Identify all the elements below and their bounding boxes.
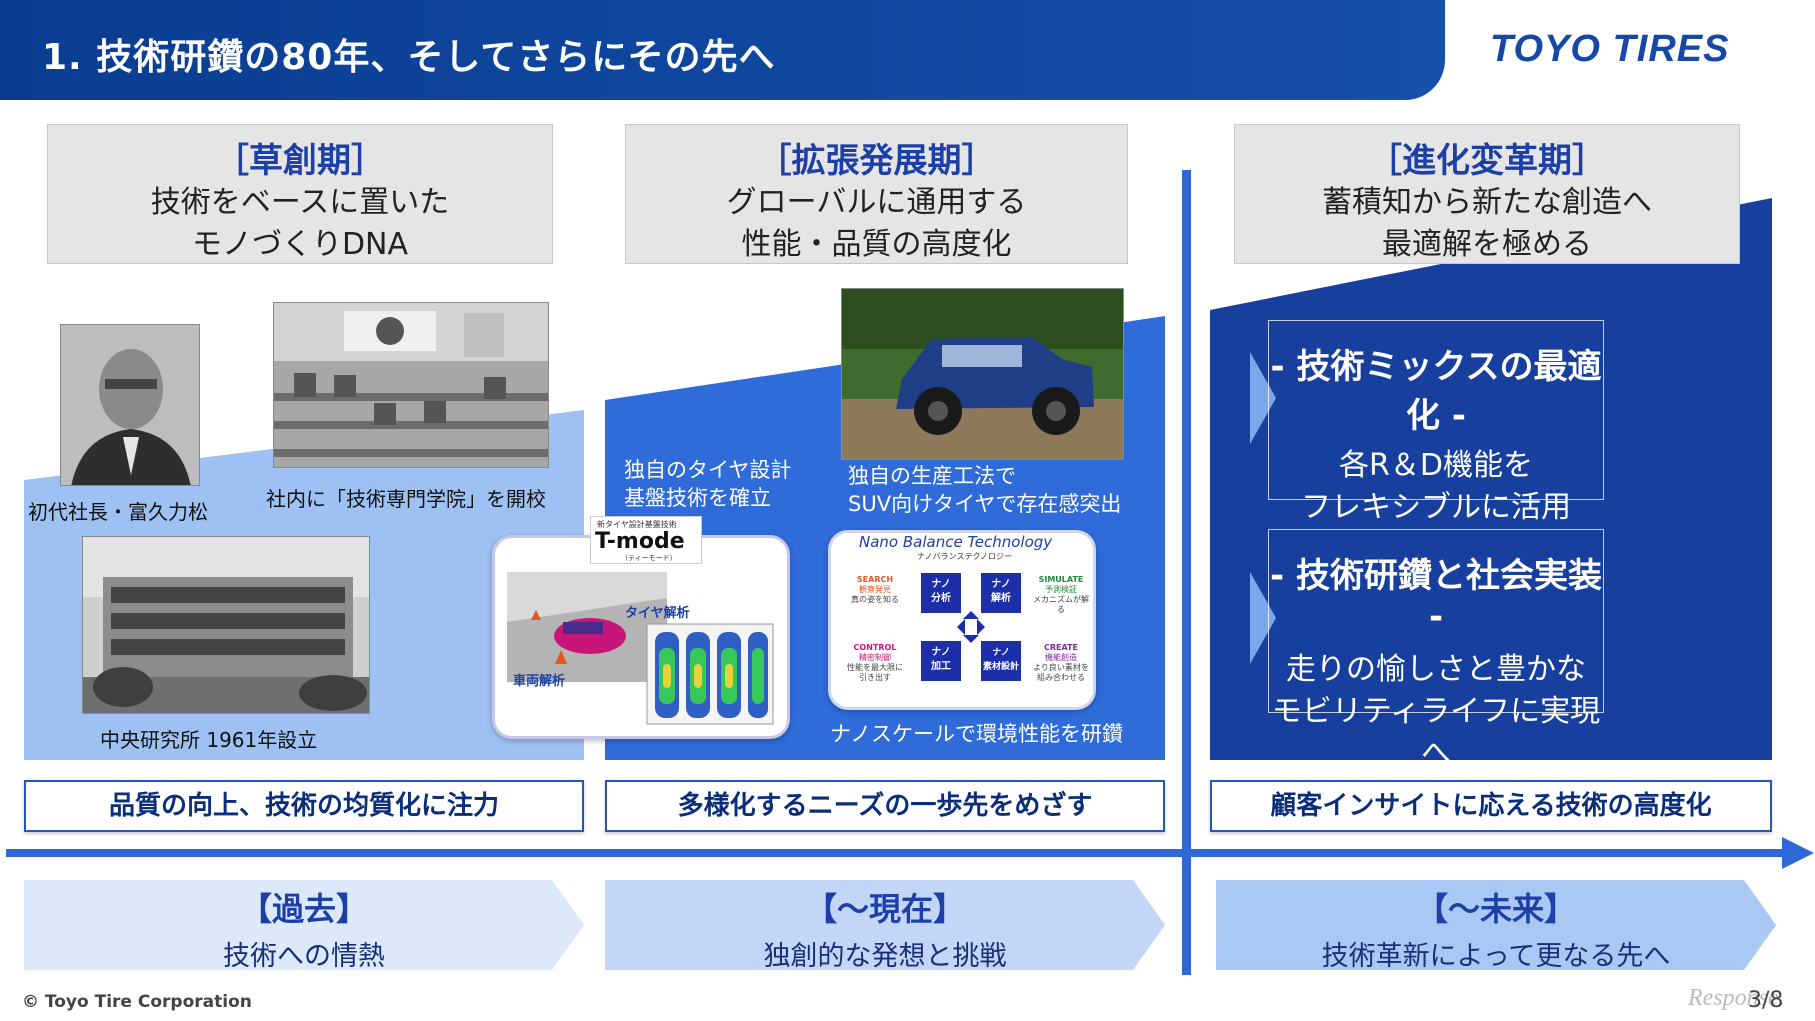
tmode-caption-line-1: 独自のタイヤ設計 xyxy=(624,458,792,482)
phase-title: ［拡張発展期］ xyxy=(757,141,996,181)
arrows-cross-icon xyxy=(957,611,985,643)
header-bar: 1. 技術研鑽の80年、そしてさらにその先へ xyxy=(0,0,1445,100)
corner-note: 真の姿を知る xyxy=(851,595,899,604)
phase-line: グローバルに通用する xyxy=(726,185,1027,220)
chevron-right-icon xyxy=(1250,352,1276,444)
tmode-small-title: 新タイヤ設計基盤技術 xyxy=(597,520,677,529)
phase-title: ［草創期］ xyxy=(215,141,385,181)
phase-line: 技術をベースに置いた xyxy=(150,185,450,220)
suv-caption-line-2: SUV向けタイヤで存在感突出 xyxy=(848,492,1122,516)
corner-note: メカニズムが解る xyxy=(1033,595,1089,614)
corner-sub: 予測検証 xyxy=(1045,585,1077,594)
corner-head: SEARCH xyxy=(856,575,894,584)
corner-sub: 観察発見 xyxy=(859,585,891,594)
tmode-simulation-graphic xyxy=(507,572,774,725)
corner-head: CREATE xyxy=(1044,643,1078,652)
summary-future: 顧客インサイトに応える技術の高度化 xyxy=(1210,780,1772,832)
era-subtitle: 技術革新によって更なる先へ xyxy=(1321,941,1671,972)
era-future: 【～未来】 技術革新によって更なる先へ xyxy=(1216,880,1776,972)
stage-future xyxy=(1210,198,1772,760)
nano-corner-search: SEARCH 観察発見 真の姿を知る xyxy=(845,575,905,605)
era-present: 【～現在】 独創的な発想と挑戦 xyxy=(605,880,1165,972)
era-arrow-shape xyxy=(1216,880,1776,970)
research-lab-photo xyxy=(82,536,370,714)
corner-sub: 精密制御 xyxy=(859,653,891,662)
nano-caption: ナノスケールで環境性能を研鑽 xyxy=(830,722,1123,746)
present-divider-line xyxy=(1182,170,1191,975)
tmode-reading: （ティーモード） xyxy=(621,554,677,562)
era-title: 【過去】 xyxy=(239,890,368,928)
tmode-logo-text: T-mode xyxy=(595,529,685,554)
future-box-title: - 技術ミックスの最適化 - xyxy=(1270,347,1602,436)
future-box-line: モビリティライフに実現へ xyxy=(1271,694,1601,771)
tmode-vehicle-label: 車両解析 xyxy=(513,674,566,689)
future-box-line: 各R＆D機能を xyxy=(1339,448,1533,483)
tmode-caption-line-2: 基盤技術を確立 xyxy=(624,486,771,510)
nano-corner-create: CREATE 機能創造 より良い素材を組み合わせる xyxy=(1031,643,1091,683)
tmode-logo: 新タイヤ設計基盤技術 T-mode （ティーモード） xyxy=(590,516,702,564)
nano-balance-panel: Nano Balance Technology ナノバランステクノロジー ナノ … xyxy=(828,530,1096,710)
corner-head: SIMULATE xyxy=(1038,575,1084,584)
future-box-line: フレキシブルに活用 xyxy=(1301,490,1571,525)
future-box-title: - 技術研鑽と社会実装 - xyxy=(1270,556,1602,637)
corner-note: 性能を最大限に引き出す xyxy=(847,663,903,682)
nano-cell-material: ナノ 素材設計 xyxy=(981,641,1021,681)
era-title: 【～未来】 xyxy=(1415,890,1576,928)
corner-head: CONTROL xyxy=(853,643,897,652)
phase-title: ［進化変革期］ xyxy=(1368,141,1606,181)
toyo-tires-logo: TOYO TIRES xyxy=(1490,28,1730,70)
phase-box-future: ［進化変革期］ 蓄積知から新たな創造へ 最適解を極める xyxy=(1234,124,1740,264)
tmode-panel: タイヤ解析 車両解析 xyxy=(492,535,790,739)
timeline-arrow-icon xyxy=(1782,837,1814,869)
copyright-notice: © Toyo Tire Corporation xyxy=(22,992,252,1012)
corner-note: より良い素材を組み合わせる xyxy=(1033,663,1089,682)
phase-box-founding: ［草創期］ 技術をベースに置いた モノづくりDNA xyxy=(47,124,553,264)
corner-sub: 機能創造 xyxy=(1045,653,1077,662)
era-arrow-shape xyxy=(24,880,584,970)
era-subtitle: 技術への情熱 xyxy=(223,941,385,972)
nano-cell-processing: ナノ 加工 xyxy=(921,641,961,681)
nano-cell-analysis: ナノ 分析 xyxy=(921,573,961,613)
summary-expansion: 多様化するニーズの一歩先をめざす xyxy=(605,780,1165,832)
future-box-line: 走りの愉しさと豊かな xyxy=(1286,652,1586,687)
nano-cell-simulation: ナノ 解析 xyxy=(981,573,1021,613)
future-box-tech-mix: - 技術ミックスの最適化 - 各R＆D機能を フレキシブルに活用 xyxy=(1268,320,1604,525)
suv-caption-line-1: 独自の生産工法で xyxy=(848,464,1016,488)
tmode-tire-label: タイヤ解析 xyxy=(625,606,690,621)
future-box-social-implementation: - 技術研鑽と社会実装 - 走りの愉しさと豊かな モビリティライフに実現へ xyxy=(1268,529,1604,771)
era-arrow-shape xyxy=(605,880,1165,970)
founder-portrait xyxy=(60,324,200,486)
response-watermark: Response. xyxy=(1688,985,1785,1011)
page-title: 1. 技術研鑽の80年、そしてさらにその先へ xyxy=(42,37,776,78)
timeline-axis xyxy=(6,849,1786,857)
founder-caption: 初代社長・富久力松 xyxy=(28,500,208,524)
page-number: 3/8 xyxy=(1748,988,1784,1013)
school-caption: 社内に「技術専門学院」を開校 xyxy=(266,487,546,511)
school-photo xyxy=(273,302,549,468)
nano-corner-simulate: SIMULATE 予測検証 メカニズムが解る xyxy=(1031,575,1091,615)
phase-line: 蓄積知から新たな創造へ xyxy=(1322,185,1652,220)
nano-title: Nano Balance Technology xyxy=(859,533,1053,551)
era-title: 【～現在】 xyxy=(804,890,965,928)
era-subtitle: 独創的な発想と挑戦 xyxy=(763,941,1007,972)
chevron-right-icon xyxy=(1250,572,1276,664)
suv-racing-photo xyxy=(841,288,1124,460)
phase-line: 性能・品質の高度化 xyxy=(741,227,1012,262)
lab-caption: 中央研究所 1961年設立 xyxy=(100,728,318,752)
era-past: 【過去】 技術への情熱 xyxy=(24,880,584,972)
summary-founding: 品質の向上、技術の均質化に注力 xyxy=(24,780,584,832)
nano-corner-control: CONTROL 精密制御 性能を最大限に引き出す xyxy=(845,643,905,683)
phase-box-expansion: ［拡張発展期］ グローバルに通用する 性能・品質の高度化 xyxy=(625,124,1128,264)
phase-line: モノづくりDNA xyxy=(191,227,409,262)
nano-subtitle: ナノバランステクノロジー xyxy=(917,552,1012,561)
phase-line: 最適解を極める xyxy=(1382,227,1592,262)
